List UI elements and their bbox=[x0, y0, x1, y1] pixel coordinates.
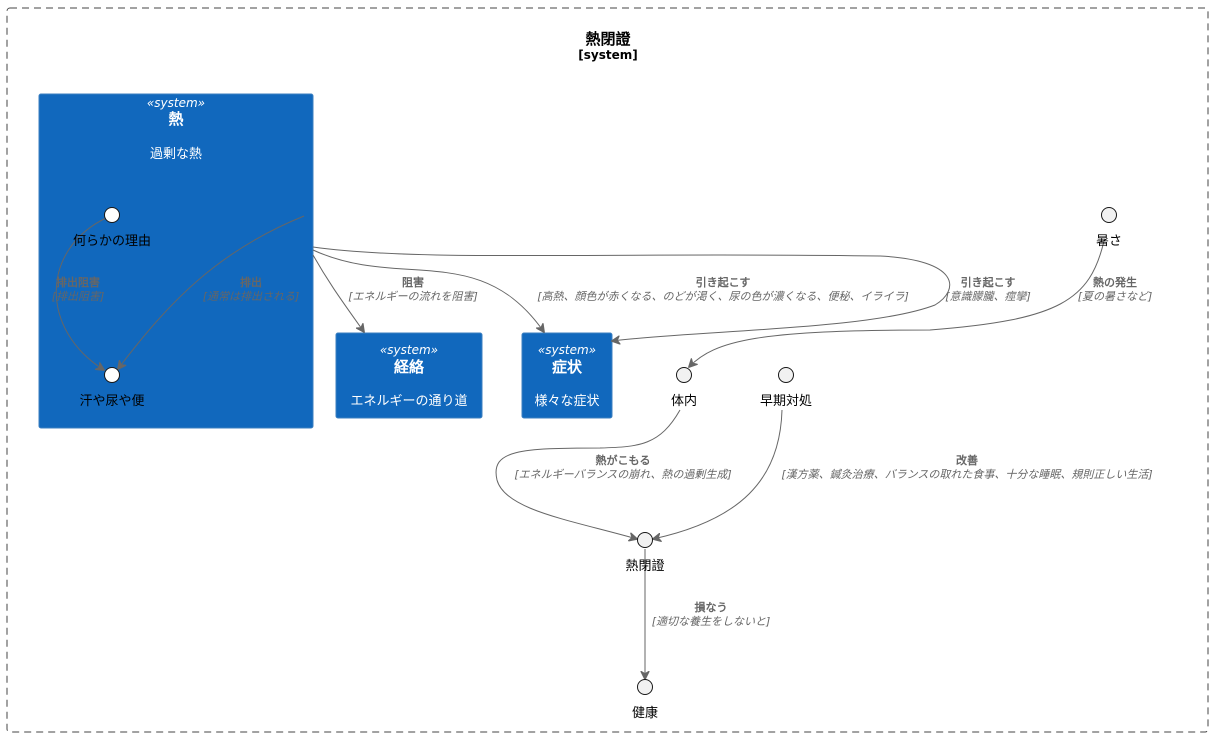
system-meridian-box bbox=[335, 332, 483, 419]
edge-obstruct-tech: [エネルギーの流れを阻害] bbox=[348, 290, 478, 303]
edge-cause-1-label: 引き起こす bbox=[696, 275, 751, 289]
interface-closure-circle bbox=[637, 532, 653, 548]
interface-heat-summer-circle bbox=[1101, 207, 1117, 223]
edge-harm-label: 損なう bbox=[695, 600, 728, 614]
boundary-stereotype: [system] bbox=[578, 48, 637, 62]
edges bbox=[55, 215, 1105, 679]
system-symptom-name: 症状 bbox=[552, 358, 583, 376]
system-heat-stereotype: «system» bbox=[147, 96, 205, 110]
edge-improve-label: 改善 bbox=[956, 453, 978, 467]
system-meridian[interactable]: «system» 経絡 エネルギーの通り道 bbox=[335, 332, 483, 419]
edge-heat-generation-label: 熱の発生 bbox=[1093, 275, 1137, 289]
boundary-title: 熱閉證 bbox=[585, 30, 631, 48]
system-symptom-stereotype: «system» bbox=[538, 343, 596, 357]
interface-early-label: 早期対処 bbox=[760, 394, 812, 409]
edge-block-excretion[interactable] bbox=[55, 217, 107, 370]
edge-excretion[interactable] bbox=[118, 215, 305, 369]
system-heat-box bbox=[38, 93, 314, 429]
system-meridian-name: 経絡 bbox=[394, 358, 425, 376]
edge-heat-trapped[interactable] bbox=[495, 409, 681, 539]
edge-obstruct-label: 阻害 bbox=[402, 275, 424, 289]
system-meridian-stereotype: «system» bbox=[380, 343, 438, 357]
edge-harm-tech: [適切な養生をしないと] bbox=[652, 615, 771, 628]
system-heat[interactable]: «system» 熱 過剰な熱 bbox=[38, 93, 314, 429]
edge-block-excretion-label: 排出阻害 bbox=[56, 275, 100, 289]
system-meridian-description: エネルギーの通り道 bbox=[350, 394, 467, 409]
edge-cause-1[interactable] bbox=[312, 249, 544, 332]
interface-health[interactable]: 健康 bbox=[632, 679, 658, 722]
system-boundary: 熱閉證 [system] bbox=[6, 7, 1209, 733]
system-heat-name: 熱 bbox=[168, 110, 183, 128]
interface-health-label: 健康 bbox=[632, 705, 658, 721]
interface-heat-summer-label: 暑さ bbox=[1096, 234, 1122, 249]
interface-sweat-label: 汗や尿や便 bbox=[79, 394, 144, 409]
edge-obstruct[interactable] bbox=[312, 254, 364, 332]
edge-heat-generation[interactable] bbox=[689, 240, 1105, 367]
edge-improve-tech: [漢方薬、鍼灸治療、バランスの取れた食事、十分な睡眠、規則正しい生活] bbox=[781, 468, 1152, 481]
system-symptom-box bbox=[521, 332, 613, 419]
interface-body[interactable]: 体内 bbox=[671, 367, 697, 410]
interface-reason-circle bbox=[104, 207, 120, 223]
system-symptom[interactable]: «system» 症状 様々な症状 bbox=[521, 332, 613, 419]
edge-cause-2[interactable] bbox=[312, 246, 951, 341]
interface-reason-label: 何らかの理由 bbox=[73, 233, 151, 249]
interface-sweat-circle bbox=[104, 367, 120, 383]
edge-excretion-tech: [通常は排出される] bbox=[203, 290, 300, 303]
edge-heat-trapped-tech: [エネルギーバランスの崩れ、熱の過剰生成] bbox=[514, 468, 731, 481]
system-heat-description: 過剰な熱 bbox=[150, 147, 202, 162]
edge-excretion-label: 排出 bbox=[240, 275, 262, 289]
interface-body-label: 体内 bbox=[671, 393, 697, 409]
interface-reason[interactable]: 何らかの理由 bbox=[73, 207, 151, 250]
edge-heat-trapped-label: 熱がこもる bbox=[596, 453, 651, 467]
edge-block-excretion-tech: [排出阻害] bbox=[52, 290, 105, 303]
edge-cause-2-tech: [意識朦朧、痙攣] bbox=[945, 290, 1031, 303]
edge-cause-2-label: 引き起こす bbox=[961, 275, 1016, 289]
interface-early[interactable]: 早期対処 bbox=[760, 367, 812, 410]
edge-labels: 排出阻害 [排出阻害] 排出 [通常は排出される] 阻害 [エネルギーの流れを阻… bbox=[52, 275, 1153, 628]
interface-closure-label: 熱閉證 bbox=[625, 558, 664, 574]
interface-early-circle bbox=[778, 367, 794, 383]
interface-closure[interactable]: 熱閉證 bbox=[625, 532, 665, 575]
interface-health-circle bbox=[637, 679, 653, 695]
interface-body-circle bbox=[676, 367, 692, 383]
edge-cause-1-tech: [高熱、顔色が赤くなる、のどが渇く、尿の色が濃くなる、便秘、イライラ] bbox=[537, 290, 909, 303]
system-symptom-description: 様々な症状 bbox=[534, 394, 599, 409]
edge-heat-generation-tech: [夏の暑さなど] bbox=[1078, 290, 1153, 303]
interface-sweat[interactable]: 汗や尿や便 bbox=[79, 367, 145, 410]
interface-heat-summer[interactable]: 暑さ bbox=[1096, 207, 1122, 250]
edge-improve[interactable] bbox=[653, 409, 783, 539]
boundary-frame bbox=[6, 7, 1209, 733]
